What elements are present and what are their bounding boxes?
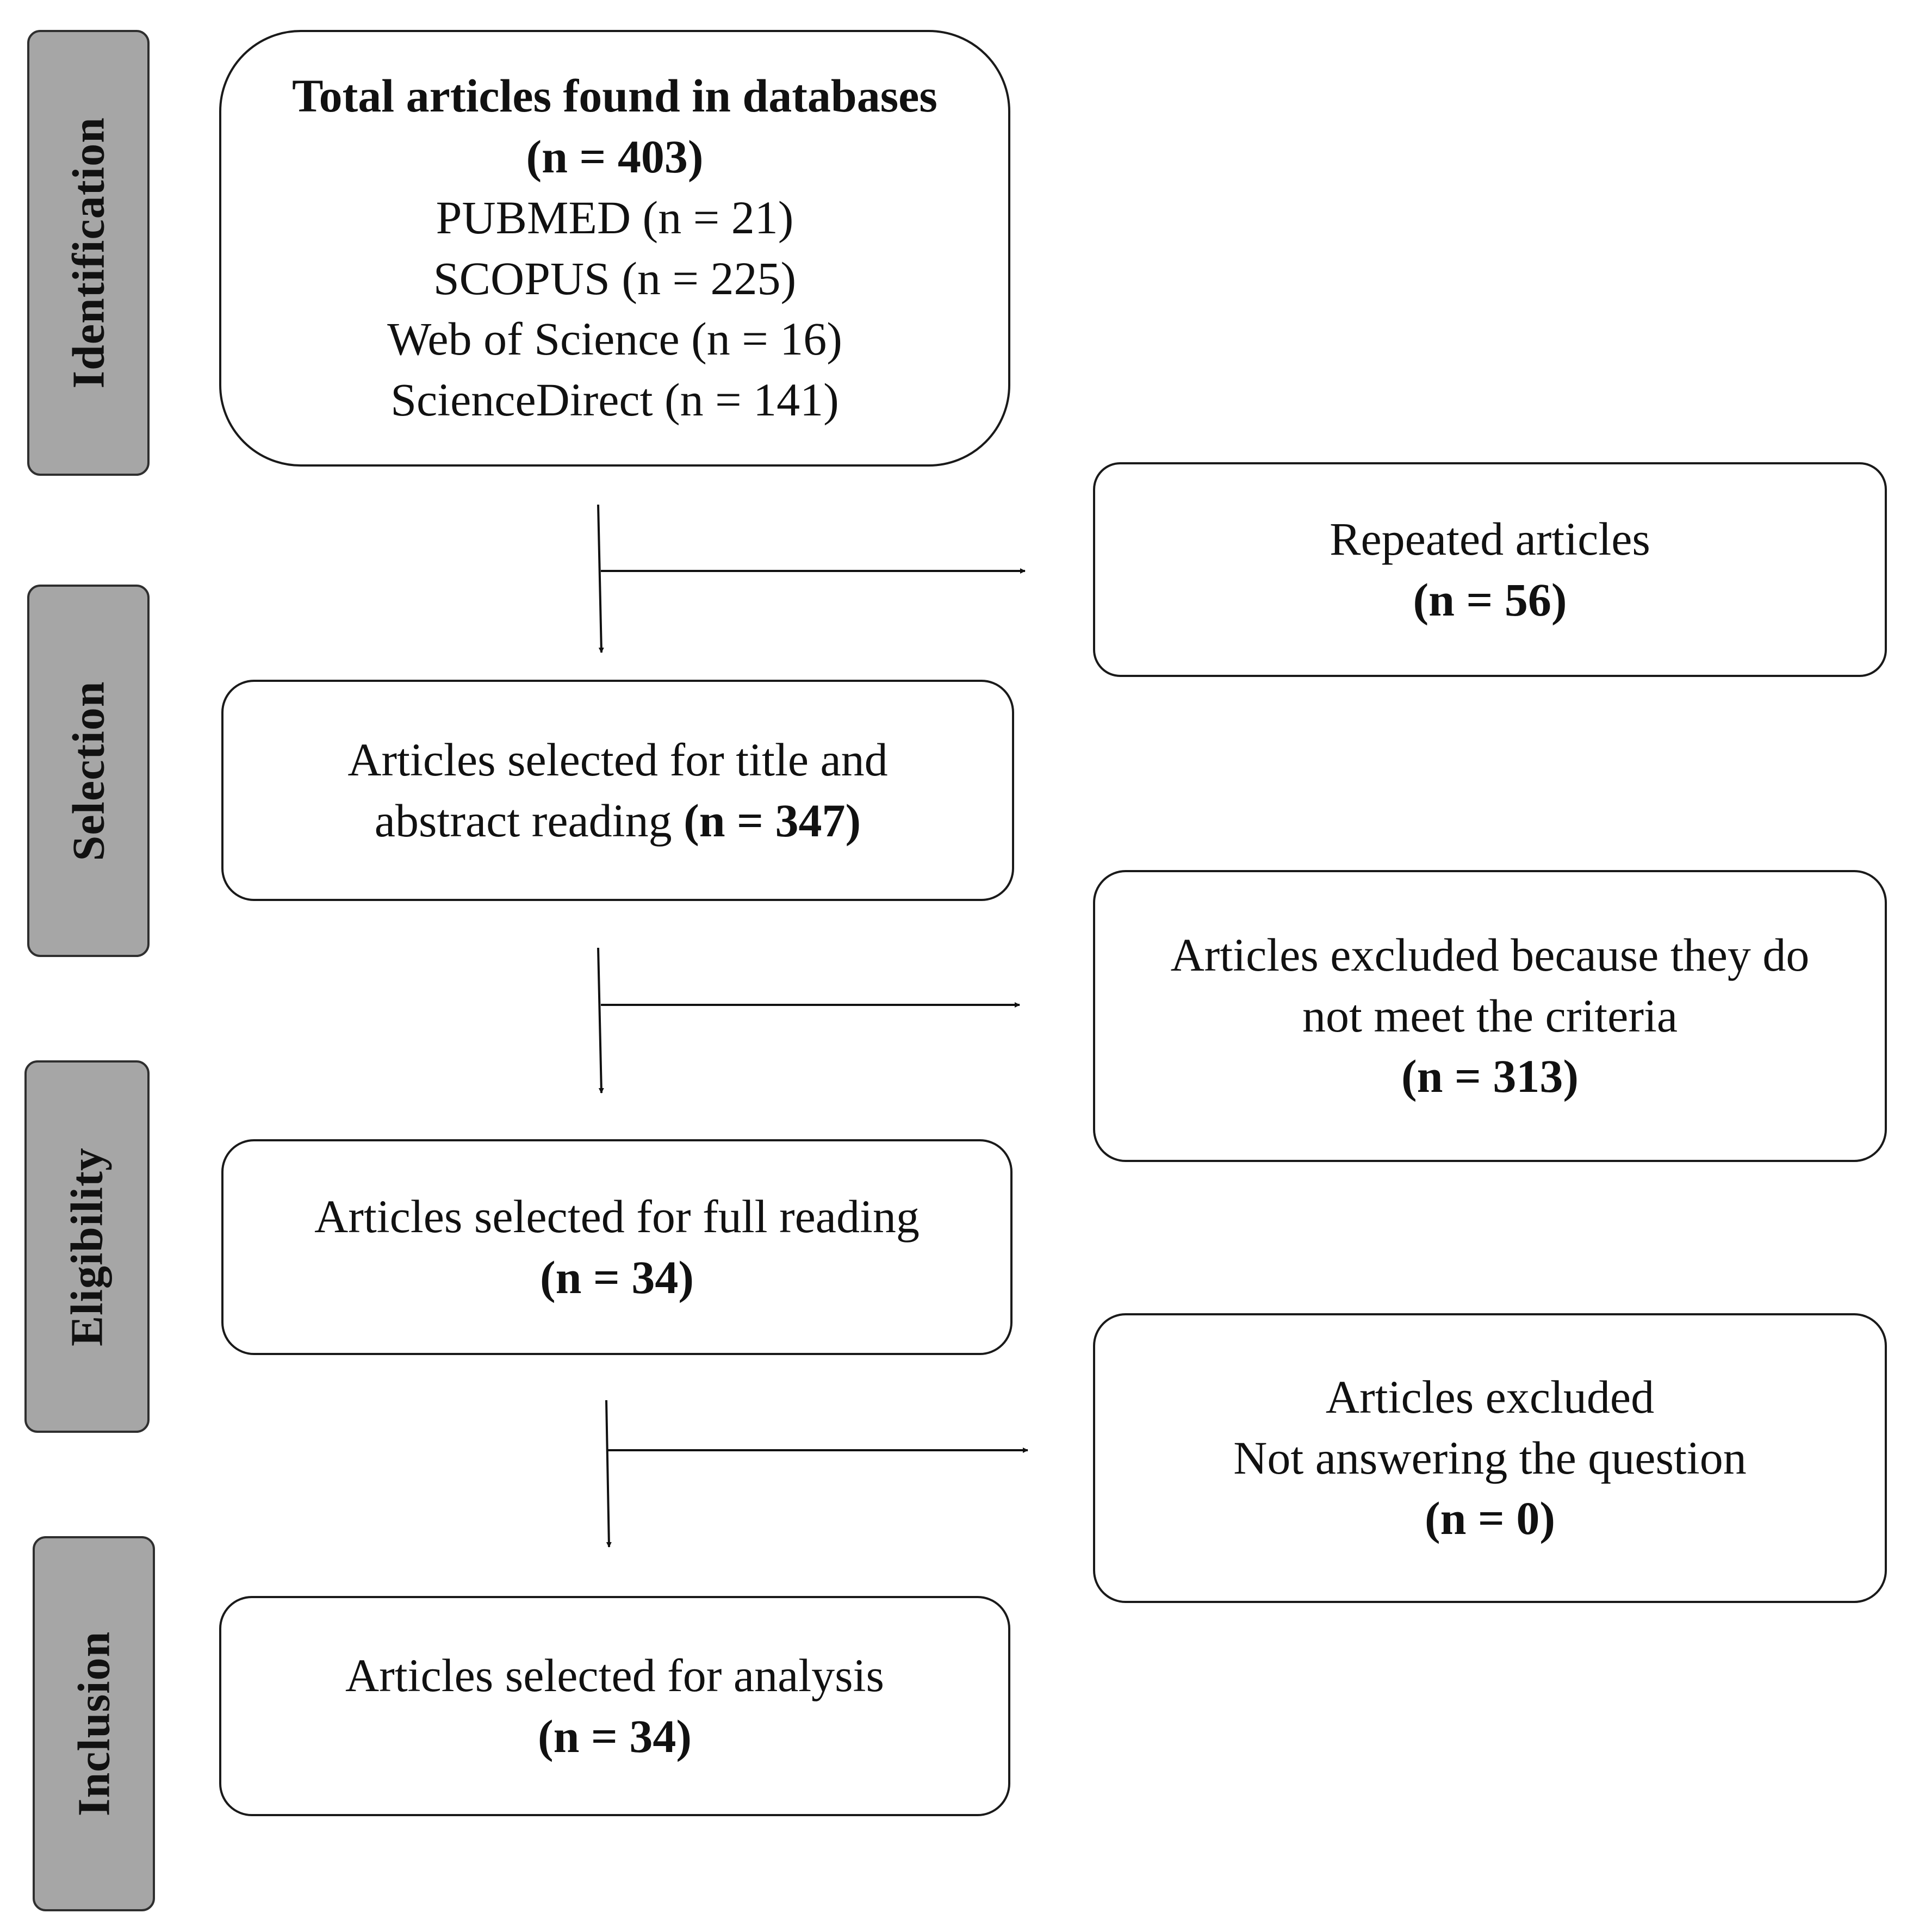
arrow-down-3 bbox=[605, 1400, 612, 1548]
full-reading-box: Articles selected for full reading (n = … bbox=[221, 1139, 1013, 1355]
phase-eligibility: Eligibility bbox=[24, 1060, 150, 1433]
excluded-question-label-line1: Articles excluded bbox=[1325, 1370, 1655, 1423]
total-articles-count: (n = 403) bbox=[526, 130, 704, 183]
excluded-criteria-label-line2: not meet the criteria bbox=[1302, 989, 1678, 1042]
excluded-criteria-count: (n = 313) bbox=[1401, 1050, 1579, 1103]
excluded-criteria-box: Articles excluded because they do not me… bbox=[1093, 870, 1887, 1162]
screening-label-line2: abstract reading bbox=[374, 794, 684, 847]
excluded-criteria-label-line1: Articles excluded because they do bbox=[1170, 928, 1810, 981]
total-articles-box: Total articles found in databases (n = 4… bbox=[219, 30, 1010, 467]
full-reading-label: Articles selected for full reading bbox=[314, 1190, 920, 1243]
total-articles-title: Total articles found in databases bbox=[292, 70, 937, 122]
screening-label-line1: Articles selected for title and bbox=[347, 733, 888, 786]
analysis-box: Articles selected for analysis (n = 34) bbox=[219, 1596, 1010, 1816]
source-sciencedirect: ScienceDirect (n = 141) bbox=[390, 374, 839, 426]
analysis-label: Articles selected for analysis bbox=[345, 1649, 884, 1701]
repeated-articles-box: Repeated articles (n = 56) bbox=[1093, 462, 1887, 677]
screening-count: (n = 347) bbox=[684, 794, 861, 847]
excluded-question-label-line2: Not answering the question bbox=[1233, 1431, 1747, 1484]
arrow-down-2 bbox=[597, 947, 604, 1094]
source-pubmed: PUBMED (n = 21) bbox=[436, 191, 794, 244]
phase-inclusion: Inclusion bbox=[33, 1536, 155, 1911]
repeated-articles-label: Repeated articles bbox=[1330, 512, 1650, 565]
source-scopus: SCOPUS (n = 225) bbox=[433, 252, 797, 305]
full-reading-count: (n = 34) bbox=[539, 1251, 694, 1303]
repeated-articles-count: (n = 56) bbox=[1413, 573, 1567, 626]
phase-selection: Selection bbox=[27, 585, 150, 957]
analysis-count: (n = 34) bbox=[537, 1710, 692, 1762]
phase-identification: Identification bbox=[27, 30, 150, 476]
arrow-down-1 bbox=[597, 504, 604, 653]
excluded-question-box: Articles excluded Not answering the ques… bbox=[1093, 1313, 1887, 1603]
source-web-of-science: Web of Science (n = 16) bbox=[387, 313, 842, 365]
excluded-question-count: (n = 0) bbox=[1424, 1492, 1556, 1545]
screening-box: Articles selected for title and abstract… bbox=[221, 680, 1014, 901]
